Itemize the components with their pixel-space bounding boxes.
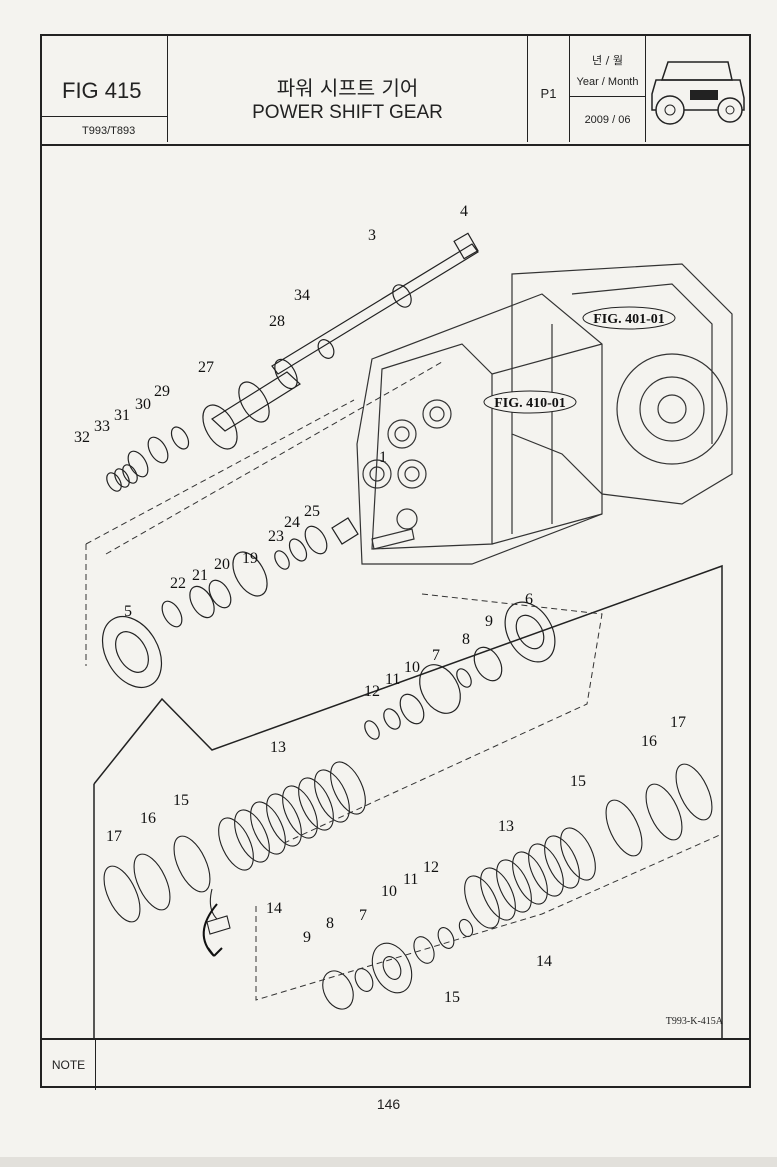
part-label: 32: [74, 429, 90, 446]
fig-number: FIG 415: [62, 78, 142, 103]
date-cell: 년 / 월 Year / Month 2009 / 06: [570, 36, 646, 142]
revision-date: 2009 / 06: [584, 114, 631, 126]
part-label: 27: [198, 359, 214, 376]
part-label: 22: [170, 575, 186, 592]
part-label: 25: [304, 503, 320, 520]
part-label: 15: [444, 989, 460, 1006]
part-label: 30: [135, 396, 151, 413]
part-label: 20: [214, 556, 230, 573]
clutch-plate-stack: [103, 761, 713, 1010]
part-label: 21: [192, 567, 208, 584]
divider: [42, 116, 168, 117]
page-frame: FIG 415 T993/T893 파워 시프트 기어 POWER SHIFT …: [40, 34, 751, 1090]
figure-reference-401: FIG. 401-01: [593, 312, 665, 327]
transmission-housing: [356, 263, 733, 565]
shaft-assembly: [106, 232, 479, 492]
part-label: 11: [385, 671, 400, 688]
part-label: 13: [498, 818, 514, 835]
part-label: 17: [670, 714, 686, 731]
mid-gear-cluster: [101, 517, 556, 740]
fig-cell: FIG 415 T993/T893: [42, 36, 168, 142]
scan-edge: [0, 1157, 777, 1167]
part-label: 16: [140, 810, 156, 827]
note-label: NOTE: [42, 1040, 96, 1090]
page-code: P1: [540, 86, 557, 101]
year-month-korean: 년 / 월: [592, 54, 623, 67]
title-cell: 파워 시프트 기어 POWER SHIFT GEAR: [168, 36, 528, 142]
header: FIG 415 T993/T893 파워 시프트 기어 POWER SHIFT …: [42, 36, 749, 146]
part-label: 34: [294, 287, 310, 304]
title-korean: 파워 시프트 기어: [276, 76, 419, 100]
logo-cell: [646, 36, 751, 142]
part-label: 10: [404, 659, 420, 676]
part-label: 28: [269, 313, 285, 330]
part-label: 3: [368, 227, 376, 244]
part-label: 6: [525, 591, 533, 608]
part-label: 16: [641, 733, 657, 750]
part-label: 11: [403, 871, 418, 888]
part-label: 31: [114, 407, 130, 424]
tractor-icon: [651, 61, 745, 125]
part-label: 8: [462, 631, 470, 648]
part-number-labels: 1 3 4 5 6 7 8 9 10 11 12 13 14 15 16 17 …: [74, 203, 686, 1006]
part-label: 7: [432, 647, 440, 664]
divider: [570, 96, 645, 97]
part-label: 15: [173, 792, 189, 809]
part-label: 13: [270, 739, 286, 756]
part-label: 12: [364, 683, 380, 700]
part-label: 14: [266, 900, 282, 917]
part-label: 9: [485, 613, 493, 630]
arrow-icon: [202, 903, 223, 957]
part-label: 12: [423, 859, 439, 876]
part-label: 7: [359, 907, 367, 924]
part-label: 10: [381, 883, 397, 900]
part-label: 14: [536, 953, 552, 970]
page-number: 146: [376, 1096, 401, 1112]
part-label: 5: [124, 603, 132, 620]
detail-callout: [93, 564, 723, 1040]
model-number: T993/T893: [82, 125, 136, 137]
exploded-parts-diagram: FIG. 410-01 FIG. 401-01: [74, 203, 733, 1040]
note-row: NOTE: [42, 1038, 749, 1090]
title-english: POWER SHIFT GEAR: [252, 102, 443, 123]
part-label: 4: [460, 203, 468, 220]
part-label: 19: [242, 550, 258, 567]
part-label: 23: [268, 528, 284, 545]
part-label: 9: [303, 929, 311, 946]
part-label: 24: [284, 514, 300, 531]
drawing-code: T993-K-415A: [665, 1016, 723, 1027]
part-label: 1: [379, 449, 387, 466]
figure-reference-410: FIG. 410-01: [494, 396, 566, 411]
part-label: 15: [570, 773, 586, 790]
part-label: 29: [154, 383, 170, 400]
part-label: 8: [326, 915, 334, 932]
part-label: 33: [94, 418, 110, 435]
year-month-label: Year / Month: [576, 76, 639, 88]
part-label: 17: [106, 828, 122, 845]
guide-lines: [85, 361, 723, 1001]
page-code-cell: P1: [528, 36, 570, 142]
